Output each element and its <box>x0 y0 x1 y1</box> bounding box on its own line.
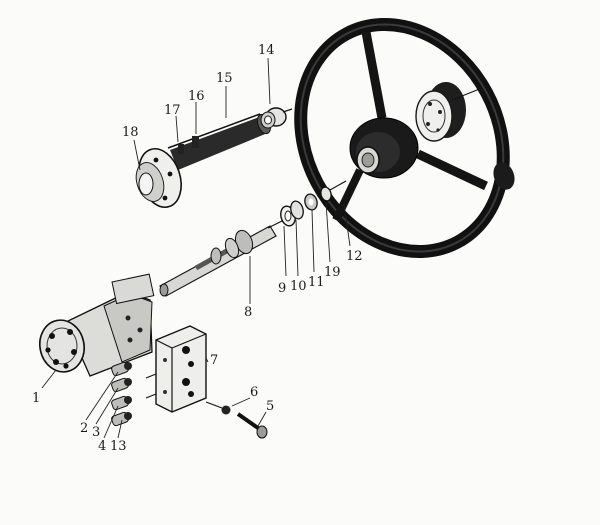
label-10: 10 <box>290 279 307 294</box>
label-19: 19 <box>324 265 341 280</box>
label-16: 16 <box>188 89 205 104</box>
label-11: 11 <box>308 275 325 290</box>
label-15: 15 <box>216 71 233 86</box>
part-labels: 14 15 16 17 18 8 9 10 11 19 12 7 6 5 1 2… <box>32 43 363 454</box>
column-tube <box>135 113 272 208</box>
leader-lines <box>41 57 351 439</box>
label-14: 14 <box>258 43 275 58</box>
label-5: 5 <box>266 399 274 414</box>
washers <box>280 180 347 227</box>
bushing <box>260 107 293 129</box>
valve-block <box>145 325 207 413</box>
steering-wheel <box>294 17 515 259</box>
steering-unit <box>39 273 155 377</box>
label-3: 3 <box>92 425 100 440</box>
label-2: 2 <box>80 421 88 436</box>
steering-shaft <box>159 219 285 297</box>
label-8: 8 <box>244 305 252 320</box>
bolt <box>205 401 268 439</box>
label-7: 7 <box>210 353 218 368</box>
label-9: 9 <box>278 281 286 296</box>
label-13: 13 <box>110 439 127 454</box>
label-1: 1 <box>32 391 40 406</box>
label-6: 6 <box>250 385 258 400</box>
label-12: 12 <box>346 249 363 264</box>
label-17: 17 <box>164 103 181 118</box>
label-18: 18 <box>122 125 139 140</box>
hub-cover <box>415 82 483 142</box>
label-4: 4 <box>98 439 106 454</box>
fittings <box>111 361 132 427</box>
